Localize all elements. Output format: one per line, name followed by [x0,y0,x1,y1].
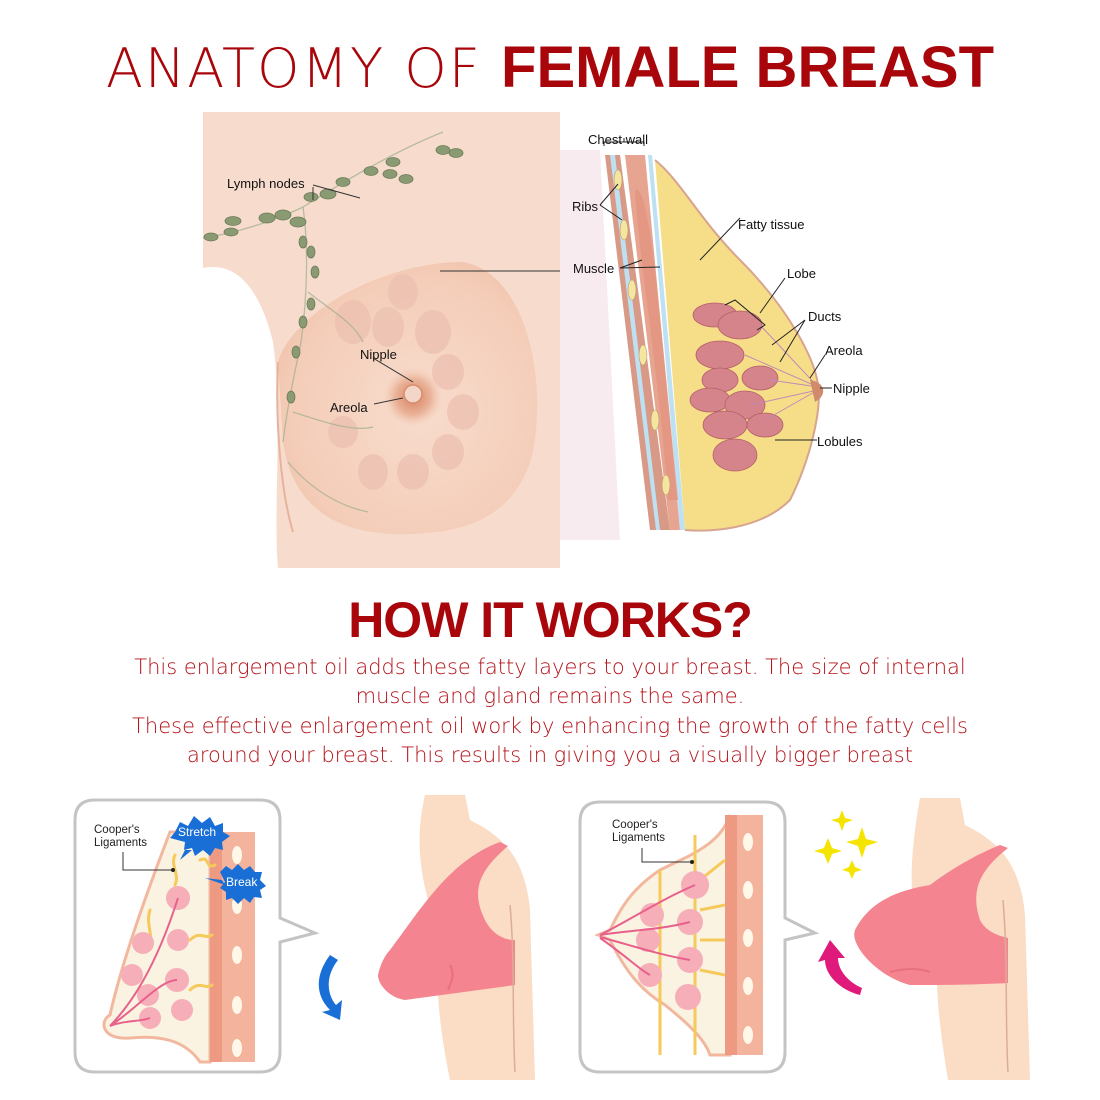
label-nipple-section: Nipple [833,381,870,396]
sparkle-icon [814,810,880,880]
label-lobules: Lobules [817,434,863,449]
after-label-coopers-ligaments: Cooper's Ligaments [612,819,666,844]
title-light: ANATOMY OF [105,37,502,100]
before-label-coopers-ligaments: Cooper's Ligaments [94,824,148,849]
up-arrow-icon [816,938,864,998]
svg-text:Stretch: Stretch [178,825,216,839]
break-badge-shape [205,864,266,904]
label-lymph-nodes: Lymph nodes [227,176,305,191]
after-comparison-panel: Cooper's Ligaments [570,790,1060,1090]
before-illustration: Stretch Break [73,795,535,1080]
front-breast-illustration [202,112,560,568]
description-line-3: These effective enlargement oil work by … [132,714,968,738]
how-it-works-heading: HOW IT WORKS? [348,592,753,648]
down-arrow-icon [312,950,346,1024]
after-illustration [578,798,1030,1080]
label-areola-front: Areola [330,400,368,415]
label-muscle: Muscle [573,261,615,276]
description-line-1: This enlargement oil adds these fatty la… [134,655,966,679]
label-ducts: Ducts [808,309,842,324]
before-comparison-panel: Stretch Break Cooper's Ligaments [60,790,550,1090]
label-ribs: Ribs [572,199,599,214]
label-lobe: Lobe [787,266,816,281]
label-chest-wall: Chest wall [588,132,648,147]
cross-section-illustration [560,138,832,540]
svg-text:Break: Break [226,875,258,889]
label-areola-section: Areola [825,343,863,358]
description-line-2: muscle and gland remains the same. [355,684,745,708]
down-arrow-shape [318,955,342,1020]
front-anatomy-diagram: Lymph nodes Nipple Areola [202,112,560,568]
page-title: ANATOMY OF FEMALE BREAST [0,36,1100,101]
stretch-badge-shape [170,816,230,860]
label-fatty-tissue: Fatty tissue [738,217,805,232]
title-bold: FEMALE BREAST [501,35,995,100]
up-arrow-shape [818,940,862,995]
label-nipple-front: Nipple [360,347,397,362]
description-line-4: around your breast. This results in givi… [187,743,913,767]
cross-section-diagram: Chest wall Ribs Muscle Fatty tissue Lobe… [560,120,880,540]
sparkles-shape [814,810,878,879]
